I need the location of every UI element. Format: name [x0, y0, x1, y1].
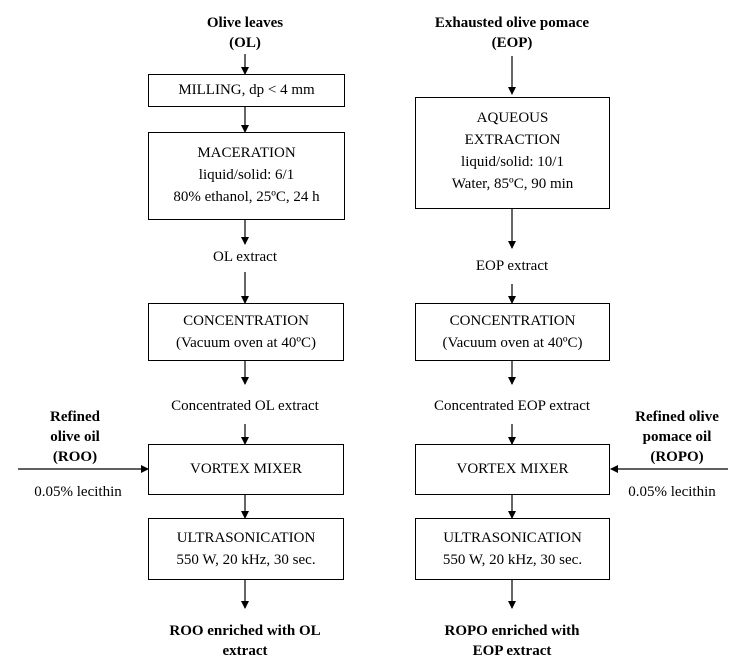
aqueous-extraction-step: AQUEOUS EXTRACTION liquid/solid: 10/1 Wa… [415, 97, 610, 209]
vortex-mixer-step: VORTEX MIXER [148, 444, 344, 495]
lecithin-label-r: 0.05% lecithin [628, 484, 716, 500]
milling-step: MILLING, dp < 4 mm [148, 74, 345, 107]
maceration-step: MACERATION liquid/solid: 6/1 80% ethanol… [148, 132, 345, 220]
ultrasonication-step: ULTRASONICATION 550 W, 20 kHz, 30 sec. [148, 518, 344, 580]
concentrated-eop-extract-label: Concentrated EOP extract [433, 398, 591, 414]
ol-extract-label: OL extract [213, 249, 277, 265]
lecithin-label: 0.05% lecithin [34, 484, 122, 500]
vortex-mixer-step-r: VORTEX MIXER [415, 444, 610, 495]
ultrasonication-step-r: ULTRASONICATION 550 W, 20 kHz, 30 sec. [415, 518, 610, 580]
source-exhausted-olive-pomace: Exhausted olive pomace(EOP) [434, 15, 590, 51]
concentration-step-r: CONCENTRATION (Vacuum oven at 40ºC) [415, 303, 610, 361]
source-olive-leaves: Olive leaves(OL) [206, 15, 284, 51]
eop-extract-label: EOP extract [475, 258, 549, 274]
concentration-step: CONCENTRATION (Vacuum oven at 40ºC) [148, 303, 344, 361]
concentrated-ol-extract-label: Concentrated OL extract [171, 398, 319, 414]
